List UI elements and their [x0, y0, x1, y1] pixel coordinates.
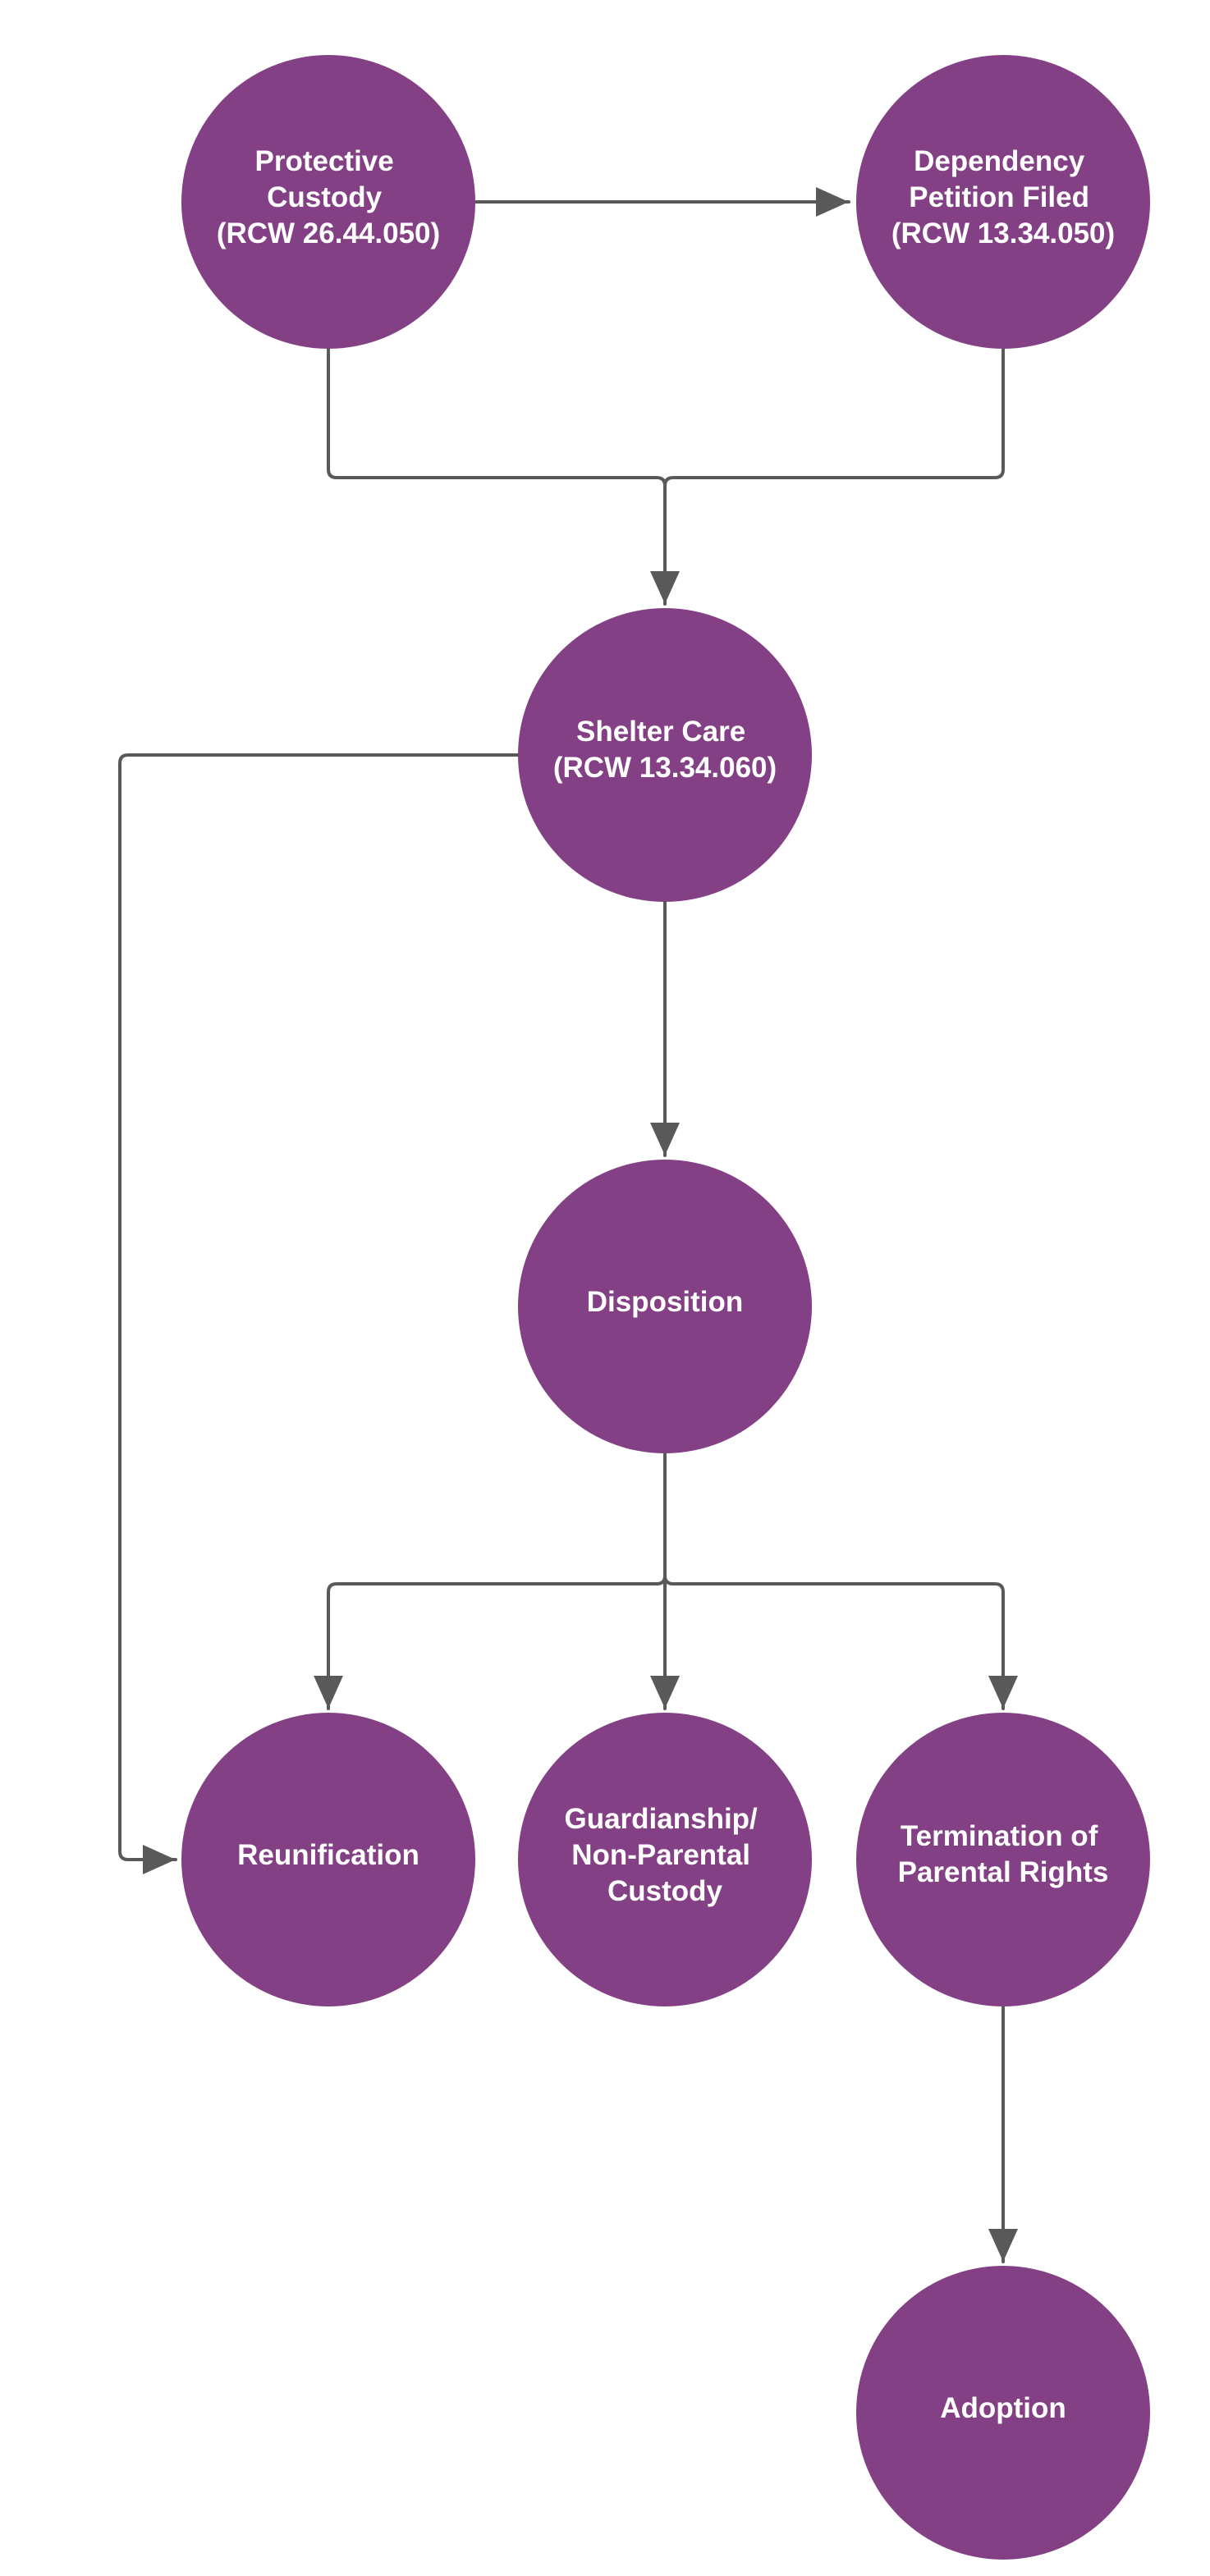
node-reunification-label: Reunification [237, 1839, 419, 1871]
node-adoption-circle [856, 2266, 1150, 2560]
node-dependency-petition-circle [856, 55, 1150, 349]
node-reunification-circle [181, 1713, 475, 2006]
node-reunification: Reunification [181, 1713, 475, 2006]
label-line: Adoption [940, 2392, 1066, 2424]
node-termination: Termination of Parental Rights [856, 1713, 1150, 2006]
node-guardianship-label: Guardianship/ Non-Parental Custody [564, 1803, 765, 1907]
label-line: Parental Rights [898, 1856, 1109, 1888]
node-disposition-label: Disposition [587, 1286, 744, 1318]
node-termination-label: Termination of Parental Rights [898, 1820, 1109, 1888]
edge-protective-custody-to-shelter-care [327, 346, 667, 487]
node-guardianship: Guardianship/ Non-Parental Custody [518, 1713, 812, 2006]
node-termination-circle [856, 1713, 1150, 2006]
node-protective-custody: Protective Custody (RCW 26.44.050) [181, 55, 475, 349]
node-dependency-petition-label: Dependency Petition Filed (RCW 13.34.050… [891, 145, 1115, 249]
label-line: Shelter Care [576, 716, 745, 748]
node-adoption: Adoption [856, 2266, 1150, 2560]
node-shelter-care: Shelter Care (RCW 13.34.060) [518, 608, 812, 902]
label-line: Protective [255, 145, 394, 177]
node-disposition: Disposition [518, 1160, 812, 1453]
edge-dependency-petition-to-shelter-care [663, 346, 1005, 487]
edge-disposition-to-reunification [314, 1574, 667, 1710]
label-line: Disposition [587, 1286, 744, 1318]
node-shelter-care-circle [518, 608, 812, 902]
node-protective-custody-circle [181, 55, 475, 349]
label-line: Dependency [914, 145, 1085, 177]
label-line: (RCW 13.34.060) [553, 752, 777, 784]
node-guardianship-circle [518, 1713, 812, 2006]
label-line: (RCW 26.44.050) [217, 217, 440, 249]
label-line: Custody [607, 1875, 723, 1907]
label-line: Petition Filed [909, 181, 1089, 213]
node-adoption-label: Adoption [940, 2392, 1066, 2424]
label-line: Reunification [237, 1839, 419, 1871]
label-line: (RCW 13.34.050) [891, 217, 1115, 249]
node-dependency-petition: Dependency Petition Filed (RCW 13.34.050… [856, 55, 1150, 349]
edges [118, 187, 1018, 2263]
label-line: Termination of [901, 1820, 1098, 1852]
node-shelter-care-label: Shelter Care (RCW 13.34.060) [553, 716, 777, 784]
edge-disposition-to-termination [663, 1574, 1018, 1710]
node-disposition-circle [518, 1160, 812, 1453]
edge-shelter-care-to-reunification [118, 753, 520, 1874]
label-line: Custody [267, 181, 383, 213]
node-protective-custody-label: Protective Custody (RCW 26.44.050) [217, 145, 440, 249]
label-line: Guardianship/ [564, 1803, 758, 1835]
label-line: Non-Parental [571, 1839, 750, 1871]
